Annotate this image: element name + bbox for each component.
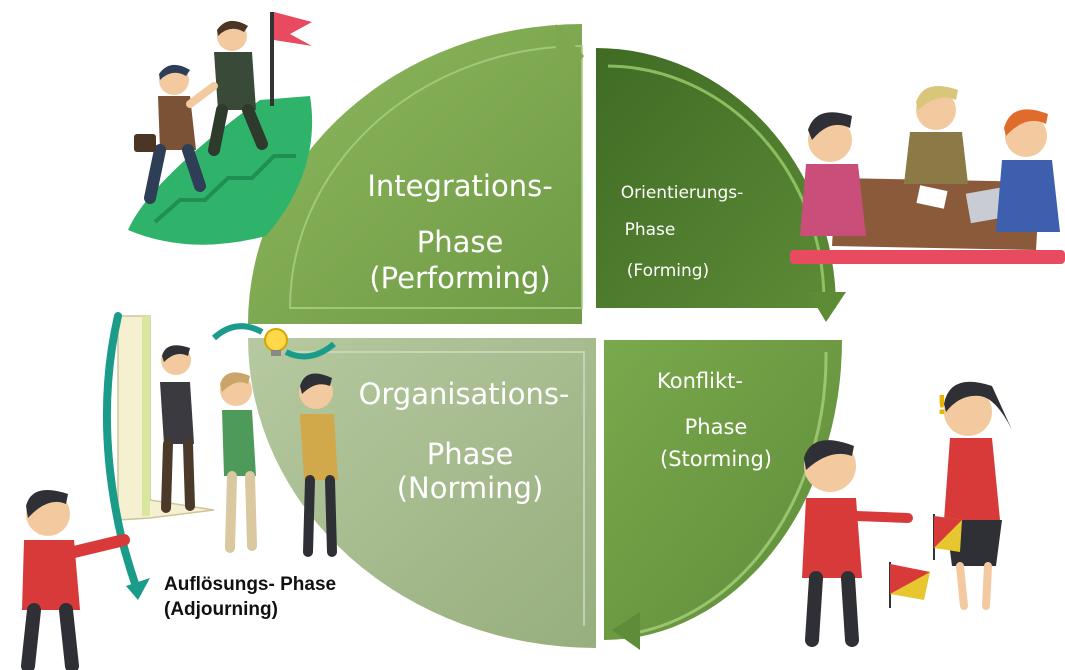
svg-text:(Norming): (Norming): [397, 471, 544, 505]
summit-handshake-illustration: [128, 12, 313, 245]
svg-text:Phase: Phase: [427, 437, 514, 471]
svg-text:Integrations-: Integrations-: [367, 169, 552, 203]
adjourning-line2: (Adjourning): [164, 599, 278, 620]
meeting-table-illustration: [790, 86, 1065, 264]
svg-text:Phase: Phase: [417, 225, 504, 259]
quadrant-integration: [248, 24, 583, 324]
svg-text:Phase: Phase: [685, 415, 748, 439]
flipchart-idea-illustration: [102, 312, 338, 600]
svg-text:Organisations-: Organisations-: [359, 377, 570, 411]
adjourning-line1: Auflösungs- Phase: [164, 574, 337, 595]
quadrant-organisation: [248, 338, 596, 648]
svg-text:(Storming): (Storming): [660, 447, 772, 471]
svg-text:(Forming): (Forming): [627, 261, 709, 281]
svg-text:Orientierungs-: Orientierungs-: [621, 183, 744, 203]
label-orientation: Orientierungs- Phase (Forming): [621, 183, 744, 281]
quadrant-conflict: [604, 340, 842, 650]
label-integration: Integrations- Phase (Performing): [367, 169, 552, 295]
pointing-man-illustration: [21, 490, 130, 670]
label-organisation: Organisations- Phase (Norming): [359, 377, 570, 505]
svg-text:Phase: Phase: [625, 220, 676, 240]
svg-text:!: !: [936, 391, 948, 421]
adjourning-phase-label: Auflösungs- Phase (Adjourning): [164, 572, 336, 622]
integration-arrowhead: [556, 24, 584, 90]
argument-flags-illustration: !: [802, 381, 1012, 647]
flag-icon: [270, 12, 312, 106]
lightbulb-icon: [264, 328, 288, 356]
svg-text:Konflikt-: Konflikt-: [657, 369, 743, 393]
quadrant-orientation: [596, 48, 846, 322]
label-conflict: Konflikt- Phase (Storming): [657, 369, 772, 471]
svg-text:(Performing): (Performing): [369, 261, 550, 295]
